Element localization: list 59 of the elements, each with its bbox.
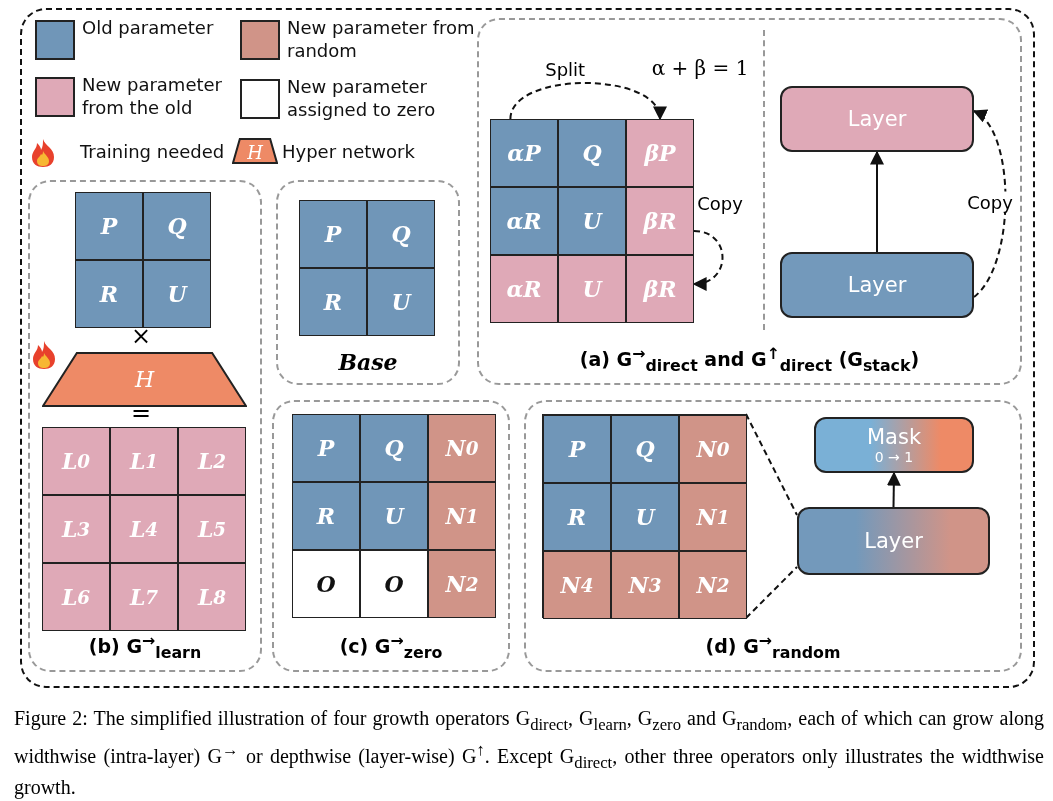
edge-label: Copy: [965, 191, 1015, 213]
arrow: [509, 82, 664, 121]
parameter-block: U: [558, 255, 626, 323]
parameter-block: Q: [143, 192, 211, 260]
parameter-block: βR: [626, 255, 694, 323]
legend-text: Old parameter: [82, 16, 215, 39]
dashed-panel: [477, 18, 1022, 385]
parameter-block: U: [611, 483, 679, 551]
dashed-panel: [276, 180, 460, 385]
parameter-block: R: [75, 260, 143, 328]
dashed-panel: [524, 400, 1022, 672]
dashed-panel: [28, 180, 262, 672]
parameter-matrix: [542, 414, 746, 618]
parameter-block: R: [543, 483, 611, 551]
parameter-block: P: [75, 192, 143, 260]
parameter-block: P: [543, 415, 611, 483]
parameter-block: U: [143, 260, 211, 328]
legend-text: New parameter from the old: [82, 73, 223, 119]
panel-caption: Base: [337, 349, 399, 375]
arrow: [972, 110, 1007, 298]
parameter-block: U: [558, 187, 626, 255]
legend-text: New parameter from random: [287, 16, 476, 62]
arrow: [692, 230, 724, 290]
layer-box: Layer: [780, 252, 974, 318]
legend-symbol: H: [247, 141, 263, 163]
parameter-block: U: [367, 268, 435, 336]
parameter-block: Q: [367, 200, 435, 268]
parameter-block: P: [292, 414, 360, 482]
arrow: [886, 471, 901, 508]
equation: α + β = 1: [651, 56, 749, 80]
parameter-block: αP: [490, 119, 558, 187]
legend-text: Hyper network: [282, 140, 416, 163]
legend-text: New parameter assigned to zero: [287, 75, 437, 121]
dashed-panel: [272, 400, 510, 672]
parameter-block: αR: [490, 255, 558, 323]
parameter-block: O: [360, 550, 428, 618]
parameter-block: P: [299, 200, 367, 268]
parameter-block: αR: [490, 187, 558, 255]
parameter-block: O: [292, 550, 360, 618]
figure-caption: Figure 2: The simplified illustration of four growth operators G$_{direct}$, G$_{learn}$, G$_{zero}$ and G$_{random}$, each of which can grow along widthwise (intra-layer) G$^{→}$ or depthwise (layer-wise) G$^{↑}$. Except G$_{direct}$, other three operators only illustrates the widthwise growth.: [14, 706, 1044, 800]
parameter-block: βP: [626, 119, 694, 187]
mask-box: [814, 417, 974, 473]
hyper-network-trapezoid: H: [42, 352, 247, 407]
leader-line: [745, 566, 798, 619]
mask-range: 0 → 1: [874, 449, 914, 465]
parameter-block: R: [292, 482, 360, 550]
layer-box: Layer: [797, 507, 990, 575]
layer-box: Layer: [780, 86, 974, 152]
parameter-block: Q: [611, 415, 679, 483]
arrow: [870, 150, 884, 253]
parameter-block: R: [299, 268, 367, 336]
panel-caption: (a) G$^{→}$$_{direct}$ and G$^{↑}$$_{direct}$ (G$_{stack}$): [578, 343, 921, 375]
legend-text: Training needed: [80, 140, 226, 163]
leader-line: [745, 413, 798, 516]
parameter-block: Q: [360, 414, 428, 482]
parameter-block: βR: [626, 187, 694, 255]
parameter-block: Q: [558, 119, 626, 187]
node-label: Mask: [866, 425, 922, 449]
parameter-block: U: [360, 482, 428, 550]
